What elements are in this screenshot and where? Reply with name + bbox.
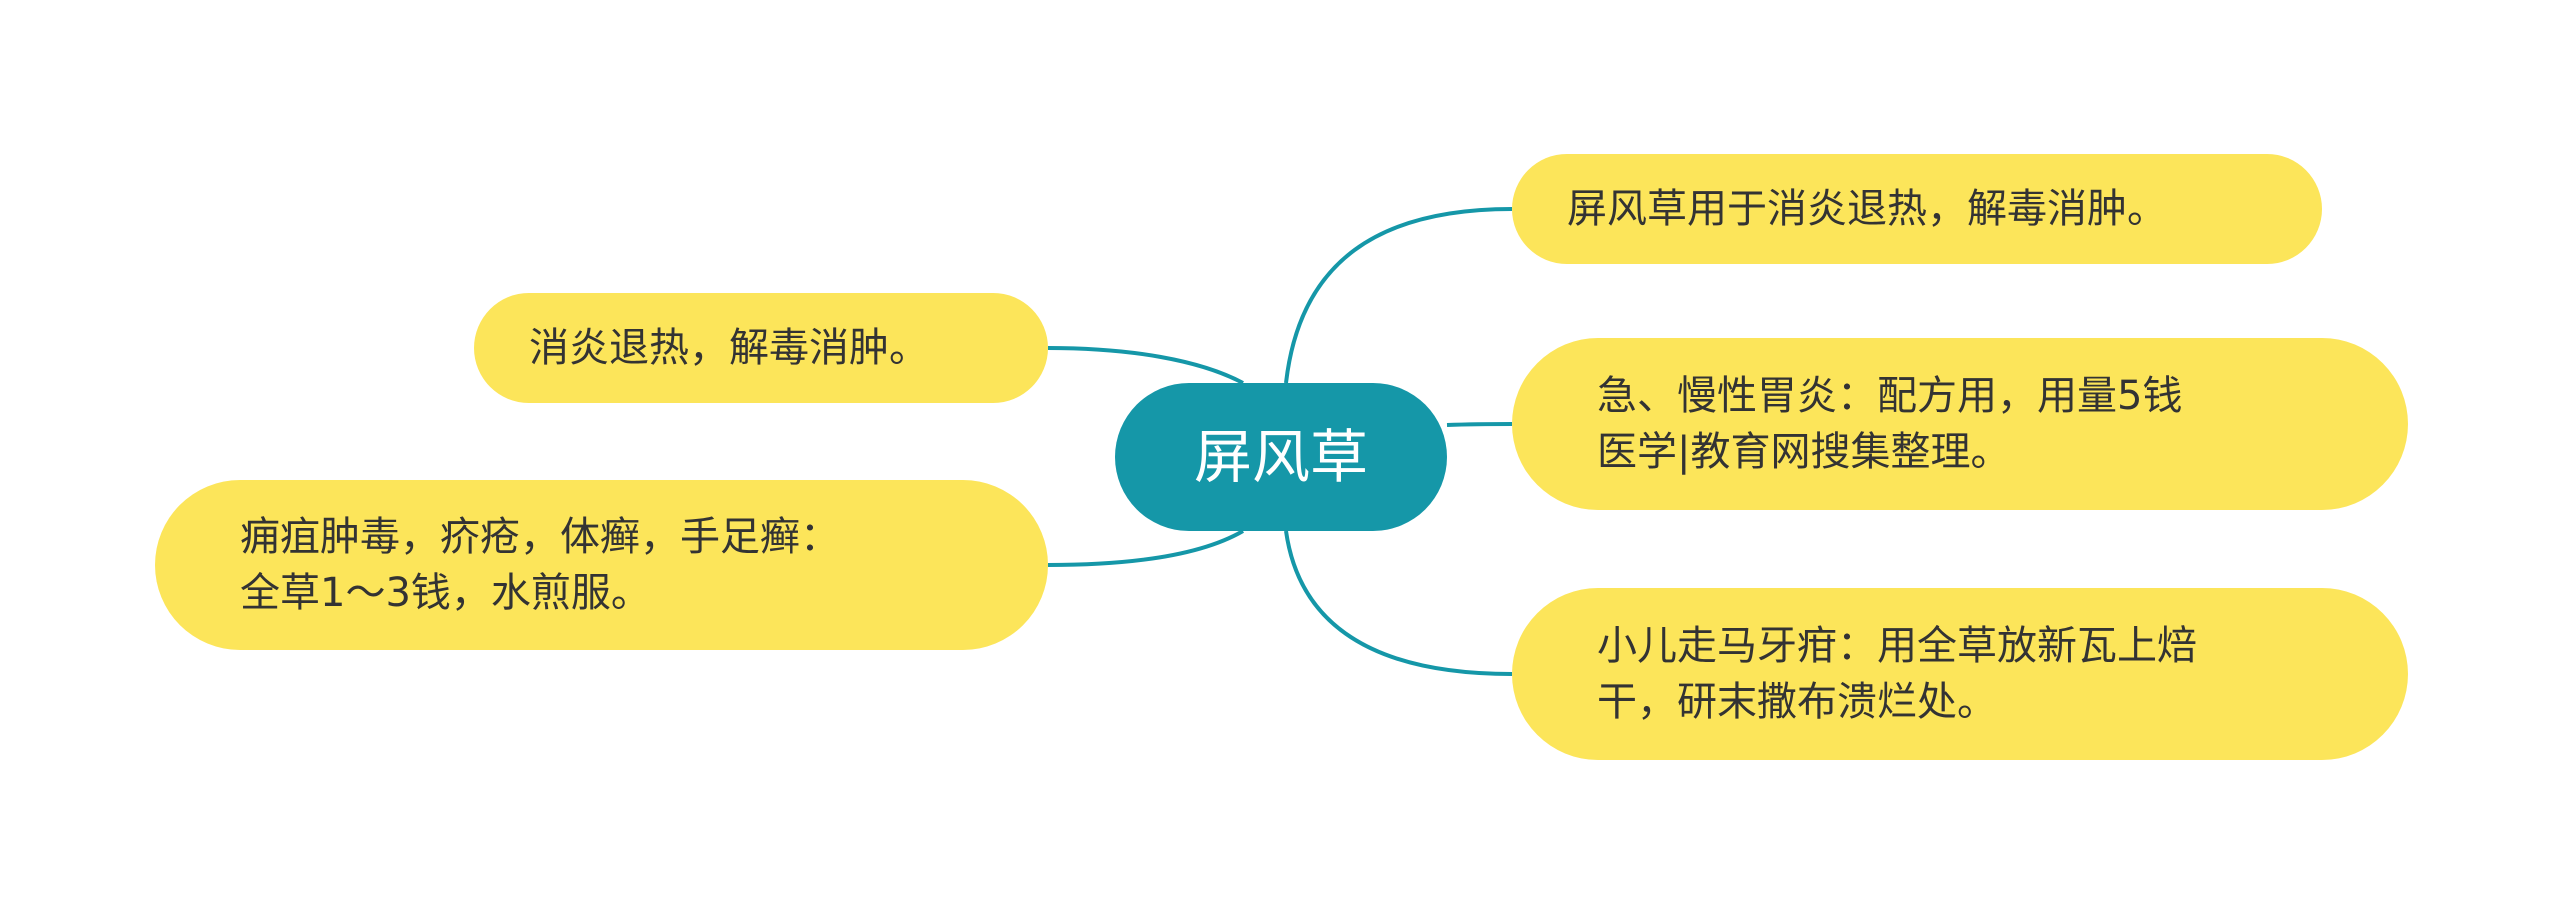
connector-to-branch-right-3: [1284, 530, 1513, 676]
connector-to-branch-right-2: [1446, 422, 1513, 427]
branch-text-line: 消炎退热，解毒消肿。: [529, 325, 929, 371]
branch-text-line: 痈疽肿毒，疥疮，体癣，手足癣：: [240, 514, 840, 560]
branch-text-line: 小儿走马牙疳：用全草放新瓦上焙: [1597, 623, 2197, 669]
branch-text-line: 急、慢性胃炎：配方用，用量5钱: [1597, 373, 2183, 419]
branch-text-line: 屏风草用于消炎退热，解毒消肿。: [1567, 186, 2167, 232]
branch-text-line: 干，研末撒布溃烂处。: [1597, 679, 1997, 725]
branch-node-right-3[interactable]: 小儿走马牙疳：用全草放新瓦上焙 干，研末撒布溃烂处。: [1512, 588, 2408, 760]
branch-node-left-1[interactable]: 消炎退热，解毒消肿。: [474, 293, 1048, 403]
branch-node-left-2[interactable]: 痈疽肿毒，疥疮，体癣，手足癣： 全草1～3钱，水煎服。: [155, 480, 1048, 650]
branch-node-right-2[interactable]: 急、慢性胃炎：配方用，用量5钱 医学|教育网搜集整理。: [1512, 338, 2408, 510]
branch-text-line: 全草1～3钱，水煎服。: [240, 570, 651, 616]
connector-to-branch-left-2: [1047, 529, 1245, 567]
central-topic-node[interactable]: 屏风草: [1115, 383, 1447, 531]
connector-to-branch-right-1: [1284, 207, 1513, 384]
central-topic-label: 屏风草: [1193, 423, 1368, 491]
branch-node-right-1[interactable]: 屏风草用于消炎退热，解毒消肿。: [1512, 154, 2322, 264]
branch-text-line: 医学|教育网搜集整理。: [1597, 429, 2011, 475]
connector-to-branch-left-1: [1047, 346, 1244, 385]
